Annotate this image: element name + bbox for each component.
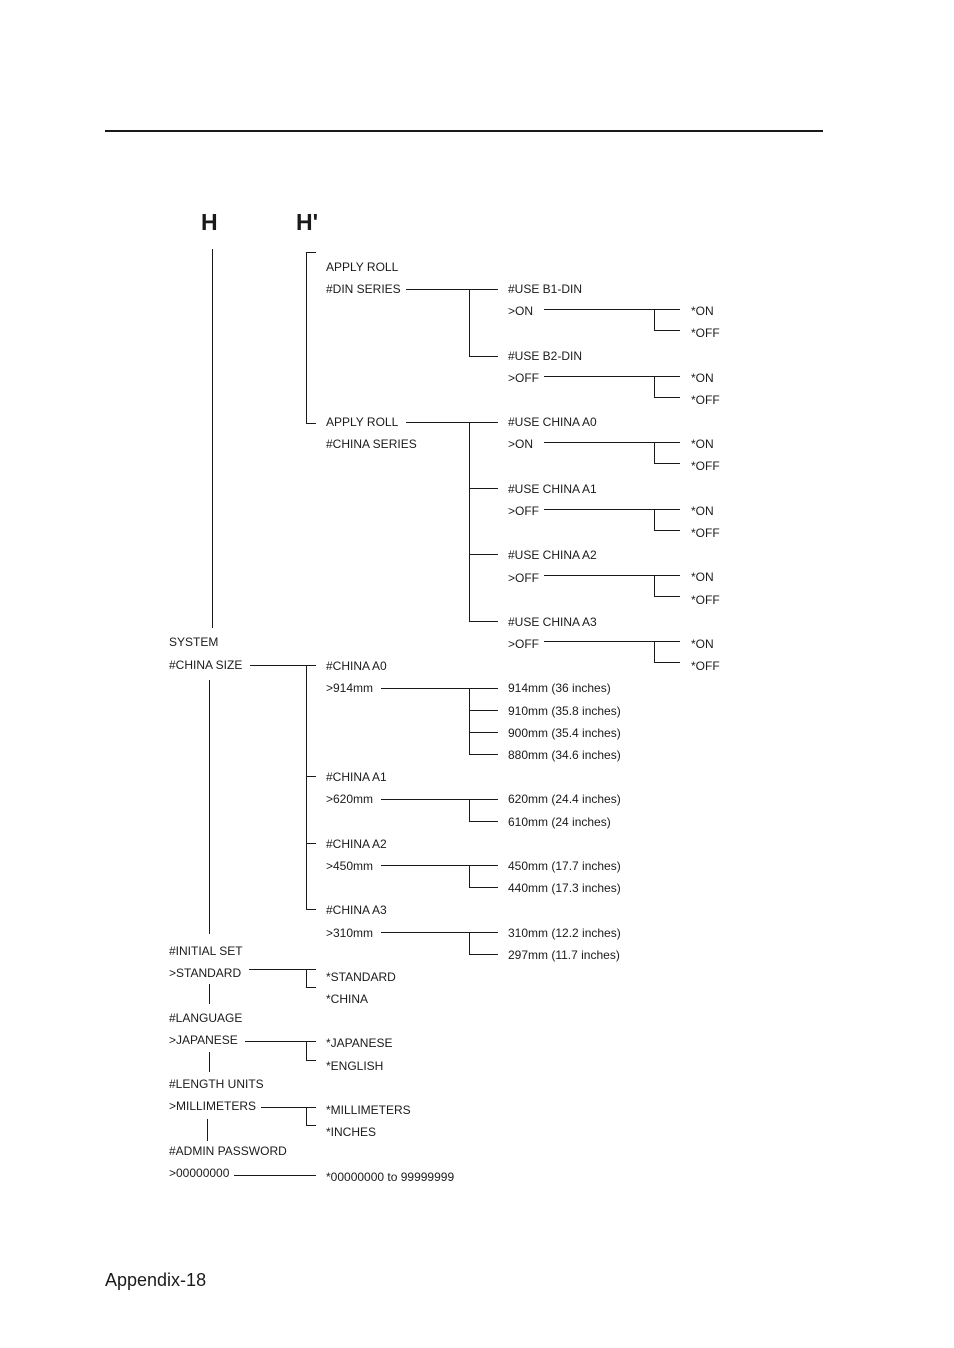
china-a3-label: #CHINA A3 bbox=[326, 903, 387, 917]
system-label: SYSTEM bbox=[169, 635, 219, 649]
option-off: *OFF bbox=[691, 593, 720, 607]
use-china-a1-value: >OFF bbox=[508, 504, 540, 518]
use-china-a2-label: #USE CHINA A2 bbox=[508, 548, 597, 562]
china-series-label: #CHINA SERIES bbox=[326, 437, 417, 451]
section-label-h-prime: H' bbox=[296, 209, 319, 235]
din-series-label: #DIN SERIES bbox=[326, 282, 401, 296]
use-china-a3-value: >OFF bbox=[508, 637, 540, 651]
language-option: *JAPANESE bbox=[326, 1036, 393, 1050]
use-b2-din-label: #USE B2-DIN bbox=[508, 349, 583, 363]
option-on: *ON bbox=[691, 570, 714, 584]
a3-option: 310mm (12.2 inches) bbox=[508, 926, 621, 940]
a1-option: 610mm (24 inches) bbox=[508, 815, 611, 829]
b1-din-value: >ON bbox=[508, 304, 534, 318]
a0-option: 914mm (36 inches) bbox=[508, 681, 611, 695]
initial-set-value: >STANDARD bbox=[169, 966, 242, 980]
a3-option: 297mm (11.7 inches) bbox=[508, 948, 620, 962]
admin-password-value: >00000000 bbox=[169, 1166, 230, 1180]
option-off: *OFF bbox=[691, 326, 720, 340]
initial-set-option: *STANDARD bbox=[326, 970, 396, 984]
a2-option: 440mm (17.3 inches) bbox=[508, 881, 621, 895]
option-off: *OFF bbox=[691, 659, 720, 673]
language-value: >JAPANESE bbox=[169, 1033, 238, 1047]
china-a0-value: >914mm bbox=[326, 681, 374, 695]
initial-set-option: *CHINA bbox=[326, 992, 369, 1006]
china-a1-value: >620mm bbox=[326, 792, 374, 806]
initial-set-label: #INITIAL SET bbox=[169, 944, 243, 958]
option-on: *ON bbox=[691, 504, 714, 518]
a0-option: 900mm (35.4 inches) bbox=[508, 726, 621, 740]
use-china-a0-value: >ON bbox=[508, 437, 534, 451]
a1-option: 620mm (24.4 inches) bbox=[508, 792, 621, 806]
use-china-a2-value: >OFF bbox=[508, 571, 540, 585]
language-label: #LANGUAGE bbox=[169, 1011, 243, 1025]
page-label: Appendix-18 bbox=[105, 1270, 207, 1290]
option-on: *ON bbox=[691, 437, 714, 451]
length-units-option: *INCHES bbox=[326, 1125, 377, 1139]
use-b1-din-label: #USE B1-DIN bbox=[508, 282, 583, 296]
length-units-label: #LENGTH UNITS bbox=[169, 1077, 264, 1091]
a0-option: 880mm (34.6 inches) bbox=[508, 748, 621, 762]
china-a3-value: >310mm bbox=[326, 926, 374, 940]
option-on: *ON bbox=[691, 371, 714, 385]
china-a1-label: #CHINA A1 bbox=[326, 770, 387, 784]
b2-din-value: >OFF bbox=[508, 371, 540, 385]
use-china-a1-label: #USE CHINA A1 bbox=[508, 482, 597, 496]
admin-password-label: #ADMIN PASSWORD bbox=[169, 1144, 287, 1158]
use-china-a0-label: #USE CHINA A0 bbox=[508, 415, 597, 429]
option-off: *OFF bbox=[691, 526, 720, 540]
china-size-label: #CHINA SIZE bbox=[169, 658, 243, 672]
use-china-a3-label: #USE CHINA A3 bbox=[508, 615, 597, 629]
a0-option: 910mm (35.8 inches) bbox=[508, 704, 621, 718]
length-units-value: >MILLIMETERS bbox=[169, 1099, 257, 1113]
china-a0-label: #CHINA A0 bbox=[326, 659, 387, 673]
length-units-option: *MILLIMETERS bbox=[326, 1103, 411, 1117]
language-option: *ENGLISH bbox=[326, 1059, 384, 1073]
china-a2-value: >450mm bbox=[326, 859, 374, 873]
apply-roll-din-label: APPLY ROLL bbox=[326, 260, 399, 274]
option-on: *ON bbox=[691, 304, 714, 318]
header-rule bbox=[105, 130, 823, 132]
a2-option: 450mm (17.7 inches) bbox=[508, 859, 621, 873]
admin-password-range: *00000000 to 99999999 bbox=[326, 1170, 455, 1184]
option-off: *OFF bbox=[691, 459, 720, 473]
section-label-h: H bbox=[201, 209, 218, 235]
option-on: *ON bbox=[691, 637, 714, 651]
china-a2-label: #CHINA A2 bbox=[326, 837, 387, 851]
option-off: *OFF bbox=[691, 393, 720, 407]
apply-roll-china-label: APPLY ROLL bbox=[326, 415, 399, 429]
